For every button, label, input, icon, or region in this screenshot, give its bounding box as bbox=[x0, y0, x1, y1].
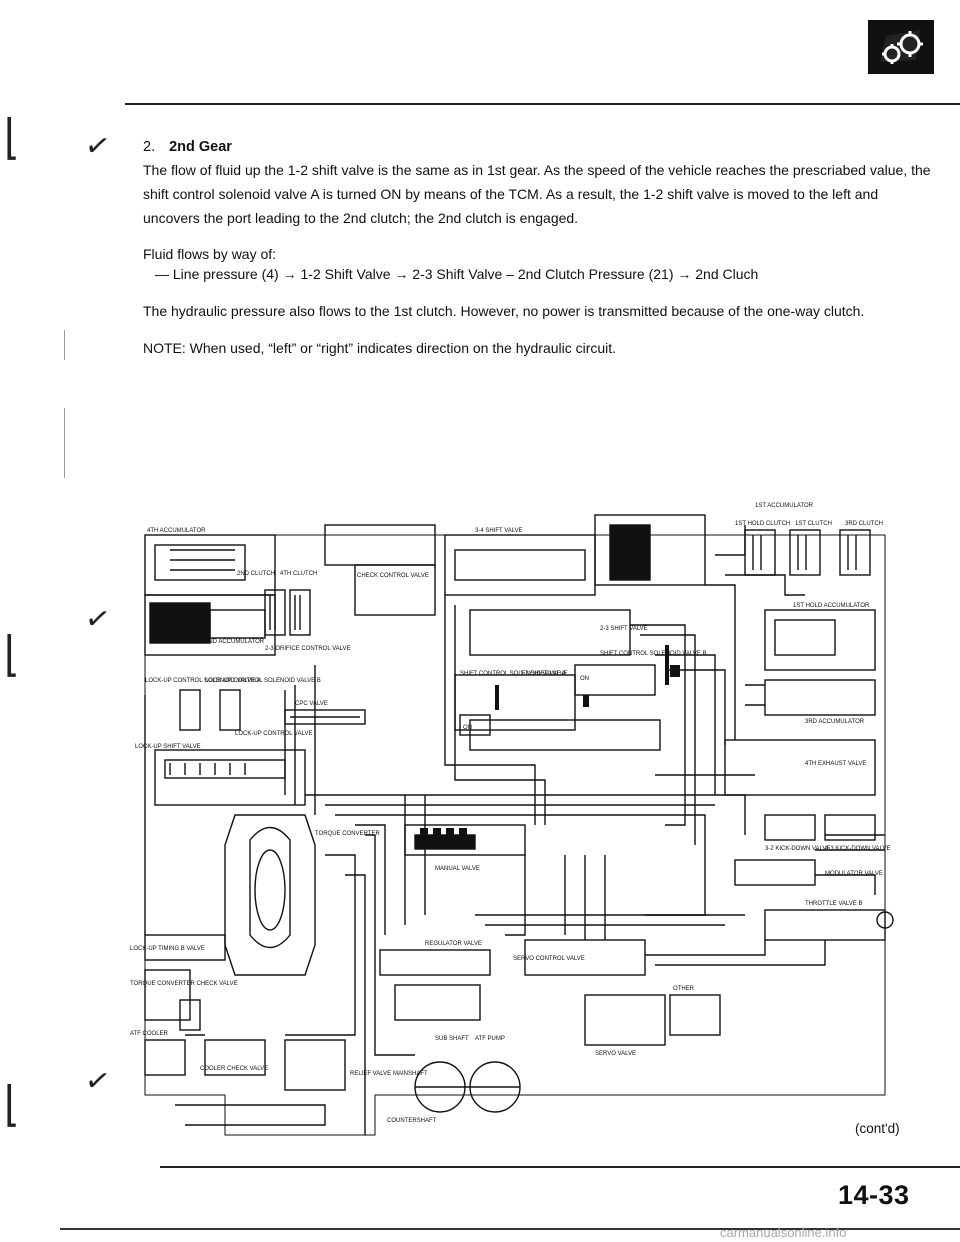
label-sub-shaft: SUB SHAFT bbox=[435, 1036, 469, 1042]
bottom-edge-rule bbox=[60, 1228, 960, 1230]
label-4th-accumulator: 4TH ACCUMULATOR bbox=[147, 528, 206, 534]
flow-intro: Fluid flows by way of: bbox=[143, 246, 277, 262]
label-relief-valve: RELIEF VALVE bbox=[350, 1071, 391, 1077]
label-lockup-shift-valve: LOCK-UP SHIFT VALVE bbox=[135, 744, 201, 750]
hydraulic-circuit-svg: 4TH ACCUMULATOR 3-4 SHIFT VALVE 1ST ACCU… bbox=[130, 503, 894, 1136]
binding-mark-check: ✓ bbox=[82, 127, 114, 166]
label-cooler-check-valve: COOLER CHECK VALVE bbox=[200, 1066, 268, 1072]
label-1st-hold-clutch: 1ST HOLD CLUTCH bbox=[735, 521, 790, 527]
label-lockup-solenoid-b: LOCK-UP CONTROL SOLENOID VALVE B bbox=[205, 678, 321, 684]
label-lockup-solenoid-a: LOCK-UP CONTROL SOLENOID VALVE A bbox=[145, 678, 260, 684]
label-lockup-control-valve: LOCK-UP CONTROL VALVE bbox=[235, 731, 312, 737]
label-34-shift-valve: 3-4 SHIFT VALVE bbox=[475, 528, 523, 534]
label-servo-control-valve: SERVO CONTROL VALVE bbox=[513, 956, 585, 962]
section-description: The flow of fluid up the 1-2 shift valve… bbox=[143, 162, 931, 226]
label-modulator-valve: MODULATOR VALVE bbox=[825, 871, 883, 877]
label-throttle-valve-b: THROTTLE VALVE B bbox=[805, 901, 862, 907]
scan-mark bbox=[64, 408, 65, 478]
label-4th-clutch: 4TH CLUTCH bbox=[280, 571, 317, 577]
gear-section: 2. 2nd Gear The flow of fluid up the 1-2… bbox=[143, 139, 933, 356]
binding-mark-bracket: ⌊ bbox=[4, 627, 20, 683]
label-12-shift-valve: 1-2 SHIFT VALVE bbox=[520, 671, 568, 677]
usage-note: NOTE: When used, “left” or “right” indic… bbox=[143, 340, 617, 356]
label-solenoid-b: SHIFT CONTROL SOLENOID VALVE B bbox=[600, 651, 706, 657]
label-23-orifice-control: 2-3 ORIFICE CONTROL VALVE bbox=[265, 646, 351, 652]
label-1st-accumulator: 1ST ACCUMULATOR bbox=[755, 503, 814, 509]
binding-mark-check: ✓ bbox=[82, 1062, 114, 1101]
flow-path: — Line pressure (4) → 1-2 Shift Valve → … bbox=[155, 266, 759, 282]
label-1st-hold-accumulator: 1ST HOLD ACCUMULATOR bbox=[793, 603, 870, 609]
label-cpc-valve: CPC VALVE bbox=[295, 701, 328, 707]
label-atf-cooler: ATF COOLER bbox=[130, 1031, 169, 1037]
page-number: 14-33 bbox=[838, 1180, 910, 1210]
label-torque-converter: TORQUE CONVERTER bbox=[315, 831, 380, 837]
label-regulator-valve: REGULATOR VALVE bbox=[425, 941, 482, 947]
binding-mark-bracket: ⌊ bbox=[4, 1077, 20, 1133]
label-23-shift-valve: 2-3 SHIFT VALVE bbox=[600, 626, 648, 632]
section-heading: 2. 2nd Gear bbox=[143, 139, 933, 155]
footer-rule bbox=[160, 1166, 960, 1168]
scan-mark bbox=[64, 330, 65, 360]
label-atf-pump: ATF PUMP bbox=[475, 1036, 505, 1042]
section-number: 2. bbox=[143, 139, 156, 155]
label-2nd-accumulator: 2ND ACCUMULATOR bbox=[205, 639, 265, 645]
label-43-kickdown: 4-3 KICK-DOWN VALVE bbox=[825, 846, 890, 852]
continued-label: (cont'd) bbox=[855, 1121, 900, 1136]
label-on-b: ON bbox=[463, 725, 472, 731]
section-title: 2nd Gear bbox=[169, 139, 232, 155]
label-3rd-clutch: 3RD CLUTCH bbox=[845, 521, 883, 527]
label-manual-valve: MANUAL VALVE bbox=[435, 866, 480, 872]
hydraulic-circuit-diagram: 4TH ACCUMULATOR 3-4 SHIFT VALVE 1ST ACCU… bbox=[125, 495, 935, 1145]
label-lockup-timing-b: LOCK-UP TIMING B VALVE bbox=[130, 946, 205, 952]
binding-mark-check: ✓ bbox=[82, 600, 114, 639]
label-check-control-valve: CHECK CONTROL VALVE bbox=[357, 573, 429, 579]
label-countershaft: COUNTERSHAFT bbox=[387, 1118, 437, 1124]
label-servo-valve: SERVO VALVE bbox=[595, 1051, 636, 1057]
label-4th-exhaust: 4TH EXHAUST VALVE bbox=[805, 761, 866, 767]
gear-logo-icon bbox=[868, 20, 934, 74]
label-1st-clutch: 1ST CLUTCH bbox=[795, 521, 832, 527]
binding-mark-bracket: ⌊ bbox=[4, 110, 20, 166]
label-other: OTHER bbox=[673, 986, 695, 992]
pressure-note: The hydraulic pressure also flows to the… bbox=[143, 303, 865, 319]
header-rule bbox=[125, 103, 960, 105]
label-on-a: ON bbox=[580, 676, 589, 682]
watermark: carmanualsonline.info bbox=[720, 1225, 847, 1240]
label-2nd-clutch: 2ND CLUTCH bbox=[237, 571, 275, 577]
label-tc-check-valve: TORQUE CONVERTER CHECK VALVE bbox=[130, 981, 238, 987]
label-3rd-accumulator: 3RD ACCUMULATOR bbox=[805, 719, 865, 725]
label-32-kickdown: 3-2 KICK-DOWN VALVE bbox=[765, 846, 830, 852]
label-solenoid-a: SHIFT CONTROL SOLENOID VALVE A bbox=[460, 671, 566, 677]
label-mainshaft: MAINSHAFT bbox=[393, 1071, 428, 1077]
